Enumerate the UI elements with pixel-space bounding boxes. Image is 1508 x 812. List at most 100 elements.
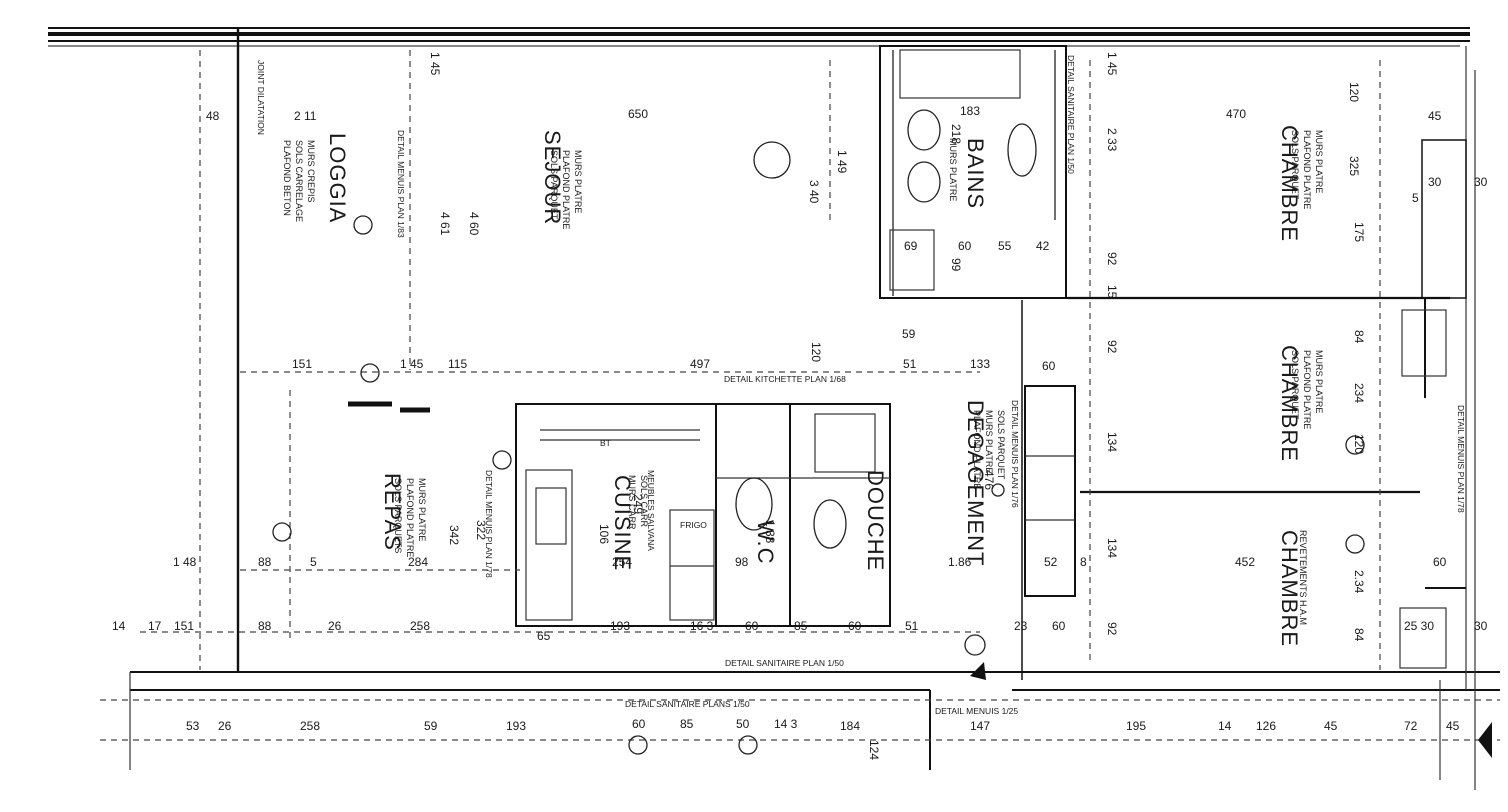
svg-text:26: 26 xyxy=(328,619,342,633)
svg-text:452: 452 xyxy=(1235,555,1255,569)
svg-text:84: 84 xyxy=(1352,330,1366,344)
svg-text:MURS PLATRE: MURS PLATRE xyxy=(417,478,427,541)
svg-text:MURS PLATRE: MURS PLATRE xyxy=(573,150,583,213)
svg-text:45: 45 xyxy=(1446,719,1460,733)
svg-text:60: 60 xyxy=(848,619,862,633)
svg-text:SOLS PARQUET: SOLS PARQUET xyxy=(1290,130,1300,200)
svg-text:42: 42 xyxy=(1036,239,1050,253)
svg-text:92: 92 xyxy=(1105,622,1119,636)
svg-text:SOLS PARQUET: SOLS PARQUET xyxy=(996,410,1006,480)
svg-text:MURS PLATRE: MURS PLATRE xyxy=(1314,130,1324,193)
svg-text:151: 151 xyxy=(174,619,194,633)
svg-text:195: 195 xyxy=(1126,719,1146,733)
detail-sanitaire-top: DETAIL SANITAIRE PLAN 1/50 xyxy=(1066,55,1076,174)
room-name: CUISINE xyxy=(610,475,635,571)
svg-text:52: 52 xyxy=(1044,555,1058,569)
svg-text:69: 69 xyxy=(904,239,918,253)
room-name: W.C xyxy=(753,520,778,565)
svg-text:1.38: 1.38 xyxy=(763,520,777,544)
svg-text:249: 249 xyxy=(631,494,645,514)
svg-text:53: 53 xyxy=(186,719,200,733)
svg-text:254: 254 xyxy=(612,555,632,569)
room-name: DOUCHE xyxy=(863,470,888,571)
svg-text:258: 258 xyxy=(410,619,430,633)
svg-text:99: 99 xyxy=(949,258,963,272)
svg-text:88: 88 xyxy=(258,555,272,569)
dimensions: 650 48 2 11 4 61 4 60 3 40 1 49 183 218 … xyxy=(112,52,1488,760)
svg-text:258: 258 xyxy=(300,719,320,733)
detail-menuis-repas: DETAIL MENUIS PLAN 1/78 xyxy=(484,470,494,578)
svg-text:193: 193 xyxy=(610,619,630,633)
svg-text:133: 133 xyxy=(970,357,990,371)
svg-text:50: 50 xyxy=(736,717,750,731)
svg-text:3 40: 3 40 xyxy=(807,180,821,204)
svg-text:30: 30 xyxy=(1428,175,1442,189)
detail-menuis-loggia: DETAIL MENUIS PLAN 1/83 xyxy=(396,130,406,238)
svg-text:5: 5 xyxy=(1412,191,1419,205)
svg-text:45: 45 xyxy=(1428,109,1442,123)
detail-menuis-bottom: DETAIL MENUIS 1/25 xyxy=(935,706,1018,716)
svg-text:14: 14 xyxy=(1218,719,1232,733)
room-chambre-2: CHAMBRE MURS PLATRE PLAFOND PLATRE SOLS … xyxy=(1277,345,1324,462)
svg-text:476: 476 xyxy=(982,470,996,490)
svg-text:PLAFOND PLATRE: PLAFOND PLATRE xyxy=(1302,350,1312,429)
room-name: CHAMBRE xyxy=(1277,530,1302,647)
svg-text:MURS CARR: MURS CARR xyxy=(627,475,637,530)
svg-text:120: 120 xyxy=(1347,82,1361,102)
svg-text:106: 106 xyxy=(597,524,611,544)
svg-text:650: 650 xyxy=(628,107,648,121)
bt-label: BT xyxy=(600,438,611,448)
svg-text:PLAFOND PLATRE: PLAFOND PLATRE xyxy=(561,150,571,229)
detail-menuis-chambre: DETAIL MENUIS PLAN 1/78 xyxy=(1456,405,1466,513)
svg-text:MURS PLATRE: MURS PLATRE xyxy=(984,410,994,473)
svg-text:88: 88 xyxy=(258,619,272,633)
svg-text:134: 134 xyxy=(1105,432,1119,452)
room-name: CHAMBRE xyxy=(1277,125,1302,242)
svg-text:59: 59 xyxy=(902,327,916,341)
svg-text:45: 45 xyxy=(1324,719,1338,733)
svg-text:60: 60 xyxy=(1052,619,1066,633)
svg-text:193: 193 xyxy=(506,719,526,733)
svg-text:98: 98 xyxy=(735,555,749,569)
svg-text:115: 115 xyxy=(448,357,467,371)
partitions xyxy=(100,45,1500,790)
arrow-marker xyxy=(970,662,986,680)
svg-text:284: 284 xyxy=(408,555,428,569)
svg-text:60: 60 xyxy=(1433,555,1447,569)
svg-text:PLAFOND PLATRE: PLAFOND PLATRE xyxy=(405,478,415,557)
svg-text:14: 14 xyxy=(112,619,126,633)
svg-text:147: 147 xyxy=(970,719,990,733)
room-cuisine: CUISINE SOLS CARR MURS CARR xyxy=(610,475,649,571)
svg-text:234: 234 xyxy=(1352,383,1366,403)
svg-text:26: 26 xyxy=(218,719,232,733)
svg-text:SOLS CARRELAGE: SOLS CARRELAGE xyxy=(294,140,304,222)
svg-text:PLAFOND PLATRE: PLAFOND PLATRE xyxy=(972,410,982,489)
svg-text:1 49: 1 49 xyxy=(835,150,849,174)
svg-text:MURS PLATRE: MURS PLATRE xyxy=(948,138,958,201)
svg-text:SOLS PARQUET: SOLS PARQUET xyxy=(1290,350,1300,420)
svg-text:497: 497 xyxy=(690,357,710,371)
svg-text:4 61: 4 61 xyxy=(438,212,452,236)
svg-text:184: 184 xyxy=(840,719,860,733)
svg-text:51: 51 xyxy=(903,357,917,371)
detail-markers xyxy=(272,141,1365,755)
svg-text:322: 322 xyxy=(474,520,488,540)
room-douche: DOUCHE xyxy=(863,470,888,571)
svg-text:2.34: 2.34 xyxy=(1352,570,1366,594)
svg-text:8: 8 xyxy=(1080,555,1087,569)
svg-text:1 48: 1 48 xyxy=(173,555,197,569)
svg-text:60: 60 xyxy=(1042,359,1056,373)
detail-notes: DETAIL SANITAIRE PLAN 1/50 DETAIL MENUIS… xyxy=(256,55,1466,716)
room-degagement: DEGAGEMENT SOLS PARQUET MURS PLATRE PLAF… xyxy=(963,400,1006,566)
svg-text:85: 85 xyxy=(794,619,808,633)
svg-text:2 11: 2 11 xyxy=(294,109,317,123)
svg-text:72: 72 xyxy=(1404,719,1418,733)
room-name: DEGAGEMENT xyxy=(963,400,988,566)
svg-text:60: 60 xyxy=(958,239,972,253)
svg-text:25 30: 25 30 xyxy=(1404,619,1434,633)
svg-text:SOLS PARQUETS: SOLS PARQUETS xyxy=(393,478,403,553)
svg-text:5: 5 xyxy=(310,555,317,569)
svg-text:16 3: 16 3 xyxy=(690,619,714,633)
svg-text:SOLS PARQUET: SOLS PARQUET xyxy=(549,150,559,220)
